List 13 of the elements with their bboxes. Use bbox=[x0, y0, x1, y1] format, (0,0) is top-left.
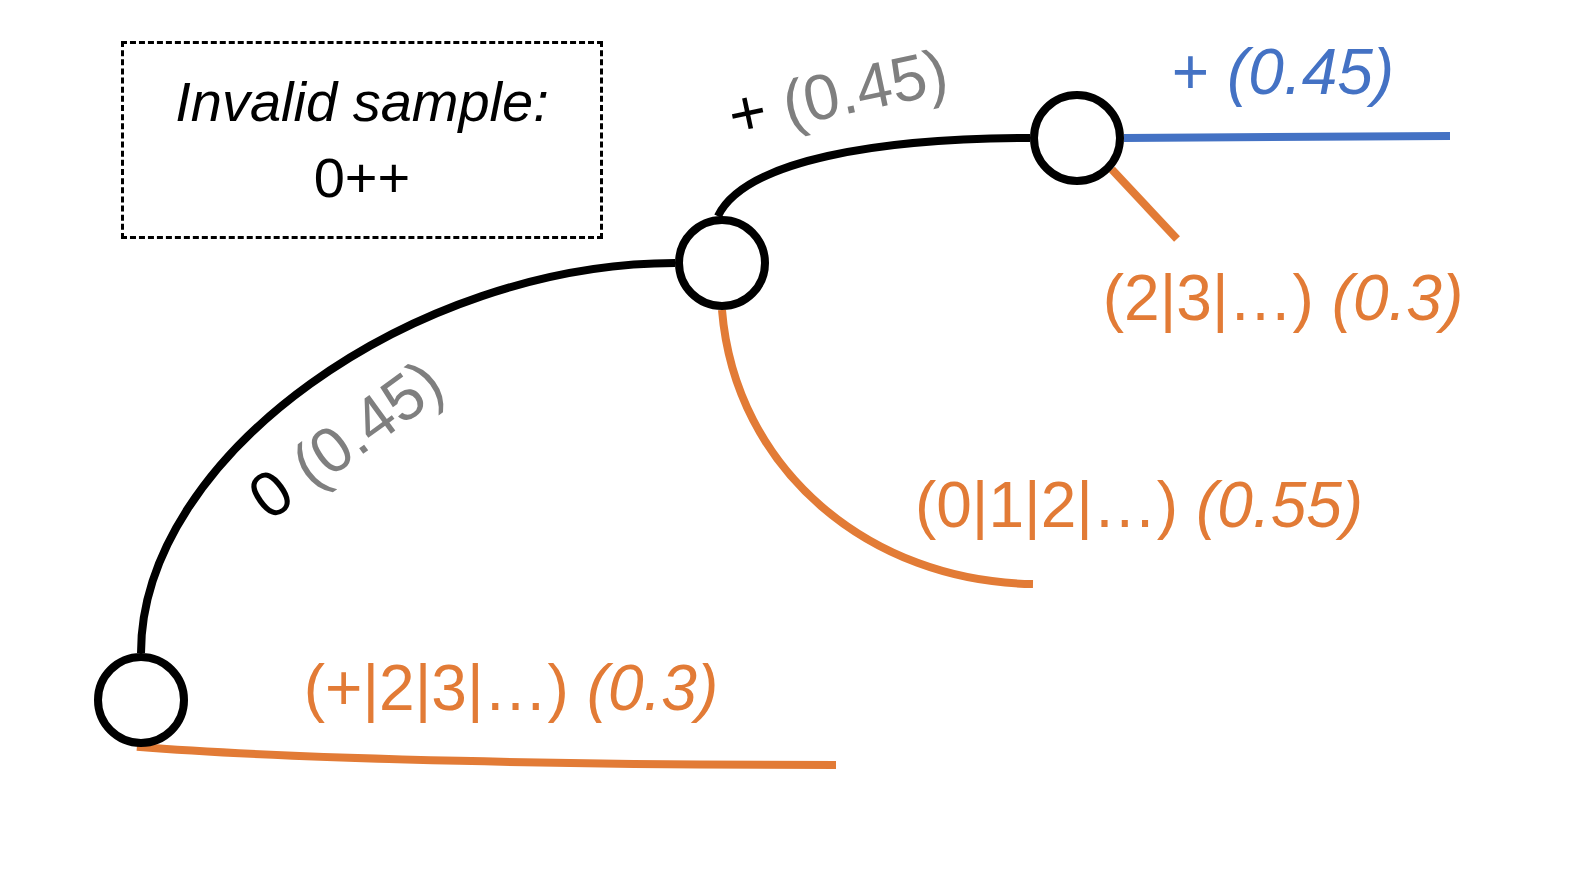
edge-label: (2|3|…) (0.3) bbox=[1102, 265, 1464, 333]
edge-label: + (0.45) bbox=[1171, 39, 1395, 107]
connector-line bbox=[1123, 132, 1451, 142]
edge-label: + (0.45) bbox=[722, 38, 954, 150]
note-heading: Invalid sample: bbox=[175, 69, 549, 136]
edge-label: (+|2|3|…) (0.3) bbox=[303, 655, 719, 723]
edge-label: (0|1|2|…) (0.55) bbox=[914, 472, 1364, 540]
connector-line bbox=[718, 309, 1034, 588]
note-box bbox=[121, 41, 603, 239]
connector-line bbox=[714, 134, 1031, 219]
note-text: 0++ bbox=[313, 145, 411, 211]
connector-line bbox=[137, 259, 676, 654]
connector-line bbox=[1109, 166, 1180, 242]
